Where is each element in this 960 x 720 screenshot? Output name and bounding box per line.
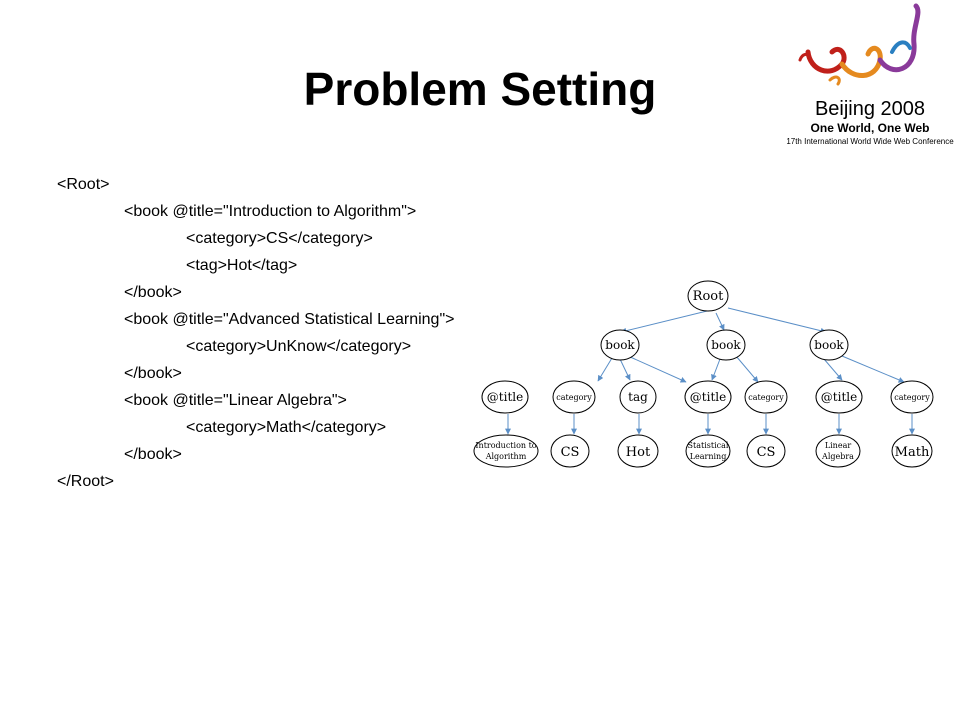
xml-line: <category>UnKnow</category>	[186, 338, 412, 355]
xml-line: </book>	[124, 446, 182, 463]
tree-edge	[715, 312, 725, 331]
tree-node-label: Root	[693, 289, 724, 304]
xml-line: </book>	[124, 365, 182, 382]
tree-node-root: Root	[687, 280, 729, 312]
tree-edge	[735, 355, 759, 383]
tree-leaf: CS	[746, 434, 786, 468]
tree-node-title-attr: @title	[815, 380, 863, 414]
xml-line: </book>	[124, 284, 182, 301]
tree-edge	[841, 355, 905, 383]
tree-edge	[727, 307, 827, 334]
tree-edge	[619, 358, 631, 381]
tree-node-label: category	[894, 393, 930, 402]
xml-line: </Root>	[57, 473, 114, 490]
tree-node-category: category	[890, 380, 934, 414]
tree-leaf: Math	[891, 434, 933, 468]
tree-edge	[627, 355, 687, 383]
tree-leaf-label: Math	[895, 445, 930, 460]
tree-node-label: tag	[628, 390, 648, 404]
tree-node-book: book	[600, 329, 640, 361]
tree-edge	[620, 310, 708, 334]
tree-node-tag: tag	[619, 380, 657, 414]
logo-slogan: One World, One Web	[810, 121, 930, 135]
tree-leaf-label: Introduction to	[475, 441, 536, 450]
tree-leaf: Introduction to Algorithm	[473, 434, 539, 468]
tree-node-label: @title	[487, 390, 523, 404]
tree-leaf-label: Statistical	[688, 441, 729, 450]
tree-leaf: Statistical Learning	[685, 434, 731, 468]
logo-conference: 17th International World Wide Web Confer…	[786, 137, 954, 146]
www2008-logo: Beijing 2008 One World, One Web 17th Int…	[780, 0, 960, 150]
xml-line: <book @title="Advanced Statistical Learn…	[124, 311, 455, 328]
tree-node-title-attr: @title	[684, 380, 732, 414]
tree-edge	[597, 357, 613, 382]
tree-leaf-label: CS	[757, 445, 776, 460]
logo-mark-icon	[798, 3, 921, 86]
tree-leaf-label: Learning	[690, 452, 727, 461]
slide-title: Problem Setting	[303, 63, 657, 115]
xml-line: <category>CS</category>	[186, 230, 373, 247]
xml-line: <book @title="Introduction to Algorithm"…	[124, 203, 417, 220]
tree-node-category: category	[552, 380, 596, 414]
tree-node-label: book	[814, 338, 844, 352]
tree-leaf: Hot	[617, 434, 659, 468]
tree-node-category: category	[744, 380, 788, 414]
tree-node-label: category	[556, 393, 592, 402]
xml-line: <Root>	[57, 176, 110, 193]
xml-line: <book @title="Linear Algebra">	[124, 392, 347, 409]
tree-node-label: @title	[690, 390, 726, 404]
tree-leaf-label: Linear	[825, 441, 852, 450]
tree-leaf: Linear Algebra	[815, 434, 861, 468]
tree-node-label: book	[711, 338, 741, 352]
tree-leaf-label: Algebra	[821, 452, 854, 461]
tree-node-label: category	[748, 393, 784, 402]
tree-node-book: book	[706, 329, 746, 361]
xml-line: <tag>Hot</tag>	[186, 257, 298, 274]
tree-node-book: book	[809, 329, 849, 361]
logo-city: Beijing 2008	[814, 98, 926, 120]
tree-leaf: CS	[550, 434, 590, 468]
xml-tree-diagram: Root book book book @title category tag …	[473, 280, 934, 468]
tree-leaf-label: CS	[561, 445, 580, 460]
tree-node-title-attr: @title	[481, 380, 529, 414]
tree-leaf-label: Algorithm	[485, 452, 527, 461]
tree-node-label: @title	[821, 390, 857, 404]
tree-edge	[823, 358, 843, 381]
tree-node-label: book	[605, 338, 635, 352]
tree-leaf-label: Hot	[626, 445, 651, 460]
tree-edge	[711, 358, 721, 381]
xml-line: <category>Math</category>	[186, 419, 387, 436]
